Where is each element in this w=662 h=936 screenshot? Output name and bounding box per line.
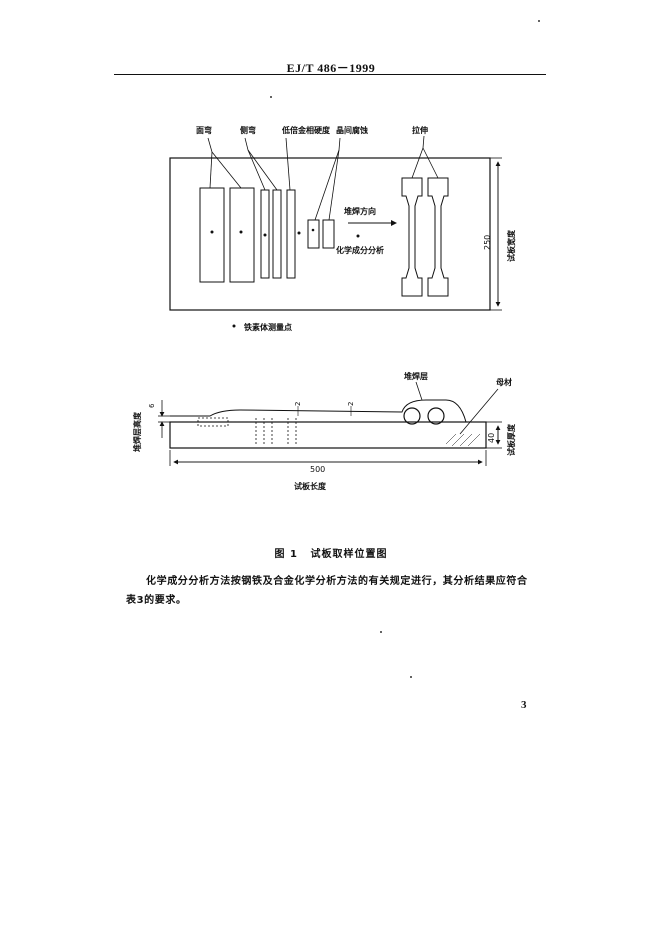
label-corrosion: 晶间腐蚀	[336, 125, 368, 135]
label-chemical-analysis: 化学成分分析	[336, 245, 384, 255]
top-leader-lines	[207, 135, 439, 221]
standard-code: EJ/T 486－1999	[286, 61, 376, 75]
overlay-profile	[170, 399, 467, 423]
label-side-bend: 侧弯	[240, 125, 256, 135]
figure-title: 试板取样位置图	[310, 549, 388, 560]
side-bend-specimens	[260, 189, 282, 279]
width-dimension	[490, 157, 502, 311]
face-bend-strip-2	[229, 187, 255, 283]
tensile-section-1	[403, 407, 421, 425]
hardness-specimen	[286, 189, 301, 279]
header-rule	[114, 74, 546, 75]
tensile-specimens	[401, 177, 449, 297]
scan-speck	[270, 96, 272, 98]
figure-caption: 图 1 试板取样位置图	[0, 545, 662, 560]
corrosion-strip-2	[322, 219, 335, 249]
base-metal-section	[169, 421, 487, 449]
corrosion-strip-1	[307, 219, 320, 249]
tensile-bar-1	[401, 177, 423, 297]
scan-speck	[380, 631, 382, 633]
tensile-bar-2	[427, 177, 449, 297]
label-thickness: 试板厚度	[506, 423, 516, 456]
specimen-location-figure: 面弯 侧弯 低倍金相硬度 晶间腐蚀 拉伸 堆焊方向 化学成分分析 250 试板宽…	[132, 125, 516, 491]
label-plate-length: 试板长度	[294, 481, 327, 491]
body-paragraph: 化学成分分析方法按钢铁及合金化学分析方法的有关规定进行，其分析结果应符合表3的要…	[126, 576, 528, 606]
scan-speck	[410, 676, 412, 678]
tensile-section-2	[427, 407, 445, 425]
dim-2a: 2	[294, 402, 302, 406]
corrosion-specimens	[307, 219, 335, 249]
figure-number: 图 1	[274, 549, 298, 560]
label-tensile: 拉伸	[412, 125, 428, 135]
face-bend-strip-1	[199, 187, 225, 283]
label-width-value: 250	[483, 235, 492, 250]
label-face-bend: 面弯	[196, 125, 212, 135]
label-overlay-height-value: 6	[148, 403, 156, 408]
label-thickness-value: 40	[487, 433, 496, 443]
label-welding-direction: 堆焊方向	[344, 206, 376, 216]
face-bend-specimens	[199, 187, 255, 283]
plate-side-view	[169, 399, 487, 449]
scan-speck	[538, 20, 540, 22]
label-length-value: 500	[310, 465, 325, 474]
label-plate-width: 试板宽度	[506, 229, 516, 262]
dim-2b: 2	[347, 402, 355, 406]
label-hardness: 低倍金相硬度	[281, 125, 331, 135]
page-number: 3	[521, 699, 527, 711]
label-overlay-height: 堆焊层高度	[132, 411, 142, 452]
label-ferrite-point: 铁素体测量点	[244, 322, 292, 332]
side-bend-strip-2	[272, 189, 282, 279]
plate-outline	[169, 157, 491, 311]
hardness-strip	[286, 189, 296, 279]
label-overlay-layer: 堆焊层	[404, 371, 428, 381]
label-base-metal: 母材	[496, 377, 512, 387]
plate-top-view	[169, 157, 491, 311]
